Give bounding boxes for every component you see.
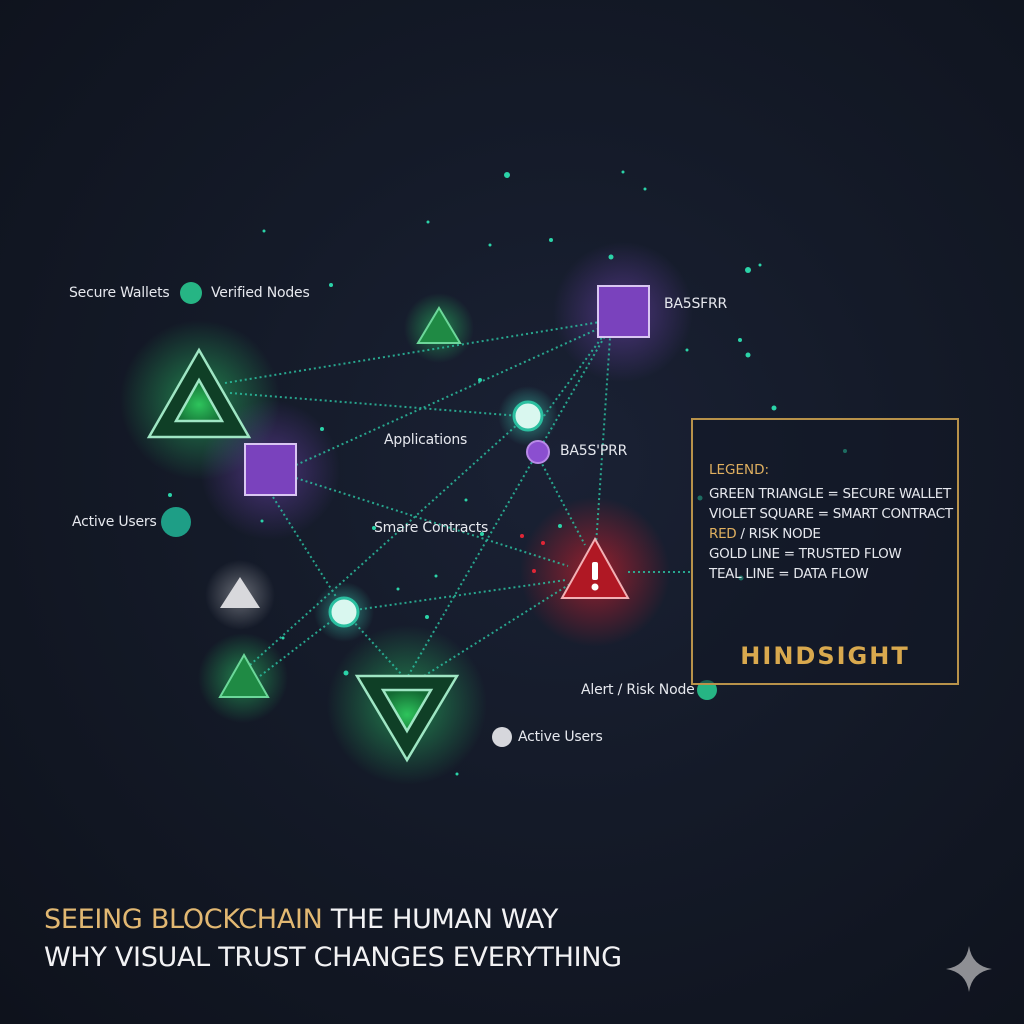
- sparkle-icon: [946, 946, 992, 992]
- data-flow-lines: [224, 321, 690, 677]
- risk-node-triangle: [560, 536, 630, 599]
- label-verified-nodes: Verified Nodes: [211, 285, 310, 301]
- label-secure-wallets: Secure Wallets: [69, 285, 170, 301]
- secure-wallet-triangle-top: [416, 306, 462, 344]
- legend-panel: LEGEND: GREEN TRIANGLE = SECURE WALLET V…: [691, 418, 959, 685]
- label-alert-risk-node: Alert / Risk Node: [581, 682, 695, 698]
- alert-node-dot: [697, 680, 717, 700]
- exclamation-icon: [592, 562, 598, 580]
- legend-item-teal-line: TEAL LINE = DATA FLOW: [709, 566, 869, 582]
- active-users-dot-bottom: [492, 727, 512, 747]
- headline-line-2: WHY VISUAL TRUST CHANGES EVERYTHING: [44, 942, 622, 973]
- label-node-id-top: BA5SFRR: [664, 296, 728, 312]
- smart-contract-square-left: [244, 443, 297, 496]
- secure-wallet-triangle-lower: [218, 652, 270, 698]
- legend-item-red-risk: RED / RISK NODE: [709, 526, 821, 542]
- label-applications: Applications: [384, 432, 468, 448]
- violet-node: [526, 440, 550, 464]
- legend-item-green-triangle: GREEN TRIANGLE = SECURE WALLET: [709, 486, 951, 502]
- secure-wallet-triangle-inverted: [354, 674, 460, 763]
- headline-line-1: SEEING BLOCKCHAIN THE HUMAN WAY: [44, 904, 559, 935]
- smart-contract-square-top: [597, 285, 650, 338]
- legend-item-gold-line: GOLD LINE = TRUSTED FLOW: [709, 546, 902, 562]
- secure-wallet-triangle-large: [146, 347, 252, 439]
- label-node-id-mid: BA5S'PRR: [560, 443, 628, 459]
- legend-item-violet-square: VIOLET SQUARE = SMART CONTRACT: [709, 506, 953, 522]
- brand-logo: HINDSIGHT: [740, 642, 910, 670]
- data-node-top: [512, 400, 544, 432]
- data-node-bottom: [328, 596, 360, 628]
- label-active-users-left: Active Users: [72, 514, 157, 530]
- active-users-dot-left: [161, 507, 191, 537]
- label-smart-contracts: Smare Contracts: [374, 520, 489, 536]
- label-active-users-bottom: Active Users: [518, 729, 603, 745]
- legend-title: LEGEND:: [709, 462, 770, 478]
- verified-node-dot: [180, 282, 202, 304]
- neutral-triangle: [220, 577, 260, 608]
